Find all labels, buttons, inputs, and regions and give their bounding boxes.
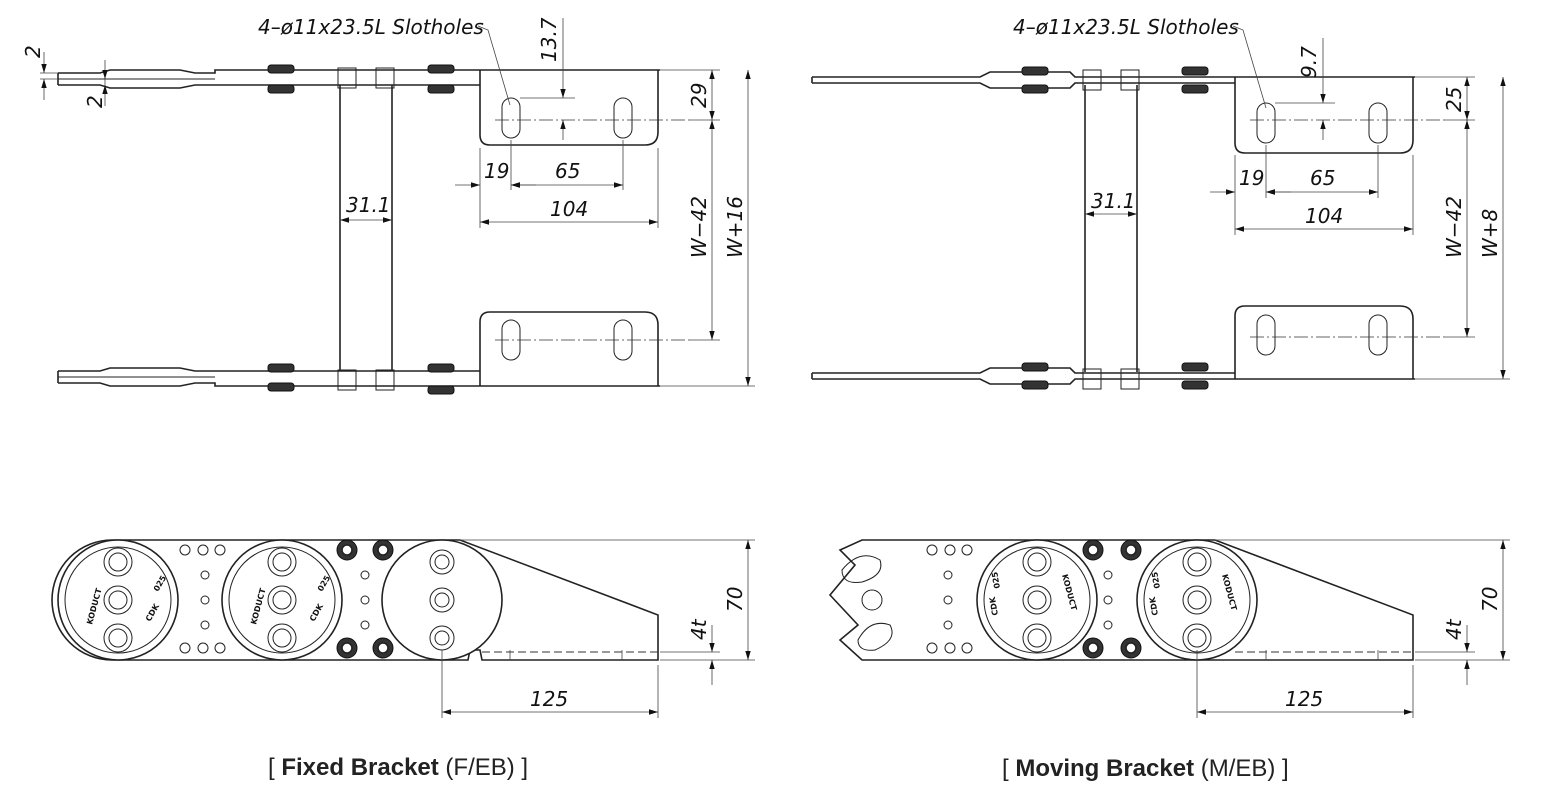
moving-logo-4: CDK: [1148, 595, 1160, 616]
moving-side-view: CDK 025 KODUCT CDK 025 KODUCT 70 4t 125: [828, 539, 1510, 718]
moving-dim-link-width: 31.1: [1091, 189, 1136, 213]
moving-dim-hole-pitch: 65: [1310, 166, 1335, 190]
fixed-dim-inner: W−42: [687, 196, 711, 258]
fixed-dim-hole-pitch: 65: [555, 159, 580, 183]
fixed-dim-outer: W+16: [723, 196, 747, 258]
moving-dim-bracket-len: 104: [1305, 204, 1343, 228]
moving-caption-code: (M/EB): [1194, 755, 1276, 782]
fixed-caption-close: ]: [514, 754, 529, 781]
fixed-caption-name: Fixed Bracket: [281, 754, 439, 781]
fixed-dim-length: 125: [530, 687, 568, 711]
moving-caption-name: Moving Bracket: [1015, 755, 1195, 782]
fixed-dim-hole-y: 29: [687, 83, 711, 108]
fixed-dim-hole-edge: 19: [484, 159, 509, 183]
moving-caption-close: ]: [1275, 755, 1289, 782]
fixed-top-view: 2 2 4–ø11x23.5L Slotholes 13.7 29 19 65 …: [21, 15, 755, 395]
moving-bracket-caption: [ Moving Bracket (M/EB) ]: [1002, 755, 1289, 783]
moving-slot-note: 4–ø11x23.5L Slotholes: [1013, 15, 1239, 39]
moving-top-view: 4–ø11x23.5L Slotholes 9.7 25 19 65 104 3…: [811, 15, 1510, 390]
fixed-dim-height: 70: [723, 587, 747, 612]
fixed-dim-plate2: 2: [83, 95, 107, 108]
fixed-side-view: KODUCT CDK 025 KODUCT CDK 025 70 4t 125: [51, 539, 755, 718]
moving-dim-hole-edge: 19: [1239, 166, 1264, 190]
fixed-dim-link-width: 31.1: [346, 193, 391, 217]
fixed-slot-note: 4–ø11x23.5L Slotholes: [258, 15, 484, 39]
moving-dim-outer: W+8: [1478, 209, 1502, 258]
moving-dim-length: 125: [1285, 687, 1323, 711]
moving-logo-1: CDK: [988, 595, 1000, 616]
moving-dim-inner: W−42: [1442, 196, 1466, 258]
fixed-caption-open: [: [268, 754, 282, 781]
fixed-bracket-caption: [ Fixed Bracket (F/EB) ]: [268, 754, 528, 782]
moving-logo-5: 025: [1150, 571, 1162, 589]
moving-dim-thickness: 4t: [1442, 618, 1466, 640]
fixed-caption-code: (F/EB): [438, 754, 515, 781]
moving-dim-offset: 9.7: [1297, 46, 1321, 78]
fixed-dim-thickness: 4t: [687, 618, 711, 640]
fixed-dim-offset: 13.7: [537, 17, 561, 62]
fixed-dim-plate: 2: [21, 45, 45, 58]
fixed-dim-bracket-len: 104: [550, 197, 588, 221]
moving-dim-hole-y: 25: [1442, 87, 1466, 112]
moving-logo-2: 025: [990, 571, 1002, 589]
moving-dim-height: 70: [1478, 587, 1502, 612]
moving-caption-open: [: [1002, 755, 1016, 782]
